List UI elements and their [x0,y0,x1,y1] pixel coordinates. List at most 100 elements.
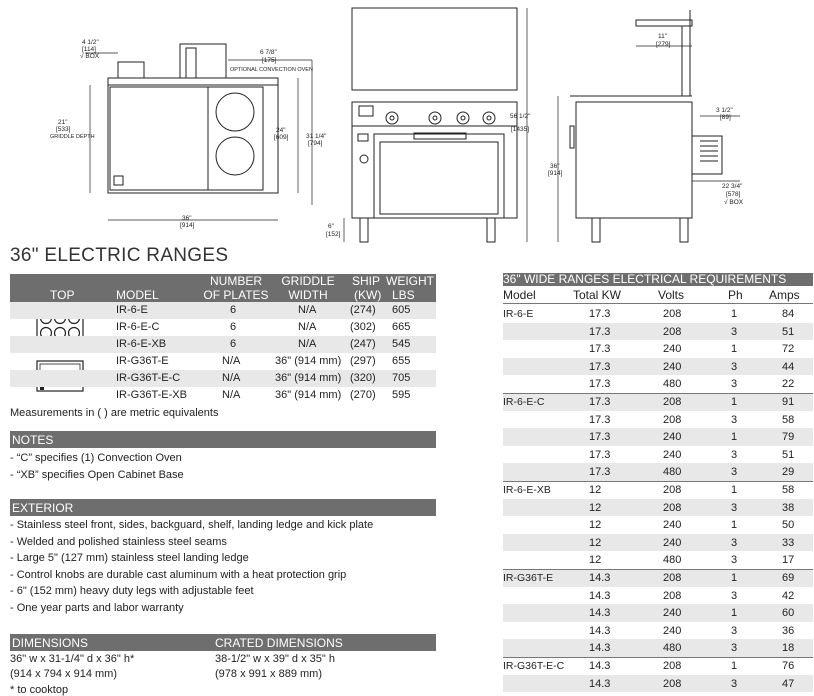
cell-ph: 3 [731,554,738,567]
cell-amps: 51 [782,325,795,338]
list-item: - 6" (152 mm) heavy duty legs with adjus… [10,585,254,597]
dimensions-line2: (914 x 794 x 914 mm) [10,668,117,680]
cell-amps: 47 [782,677,795,690]
cell-kw: 12 [589,536,602,549]
cell-amps: 58 [782,484,795,496]
cell-amps: 42 [782,589,795,602]
svg-text:[578]: [578] [726,191,741,198]
svg-text:[175]: [175] [262,57,277,64]
electrical-heading: 36" WIDE RANGES ELECTRICAL REQUIREMENTS [503,273,813,286]
electrical-columns: Model Total KW Volts Ph Amps [503,288,800,302]
list-item: - Control knobs are durable cast aluminu… [10,568,347,581]
cell-kw: 12 [589,484,602,496]
cell-amps: 29 [782,466,795,479]
side-view-drawing: 11" [279] 3 1/2" [89] 36" [914] 22 3/4" … [548,10,744,243]
svg-text:[1435]: [1435] [511,126,529,133]
svg-text:[279]: [279] [656,41,671,48]
cell-ph: 1 [731,519,738,532]
col-weight-2: LBS [392,288,415,302]
dim-depth-label: 31 1/4" [306,133,327,140]
list-item: - Large 5" (127 mm) stainless steel land… [10,552,249,564]
cell-kw: 17.3 [589,378,611,391]
svg-text:GRIDDLE DEPTH: GRIDDLE DEPTH [50,134,95,140]
cell-amps: 60 [782,607,795,620]
table-row: IR-6-E 6 N/A (274) 605 [10,302,436,319]
dim-box-label: 4 1/2" [82,39,99,46]
cell-kw: 17.3 [589,396,611,408]
cell-ph: 1 [731,431,738,444]
svg-text:OPTIONAL CONVECTION OVEN: OPTIONAL CONVECTION OVEN [230,67,313,73]
crated-line1: 38-1/2" w x 39" d x 35" h [215,653,335,665]
svg-text:√ BOX: √ BOX [724,198,744,206]
dim-back-label: 3 1/2" [716,107,733,114]
cell-kw: 17.3 [589,325,611,338]
cell-kw: 14.3 [589,642,611,655]
top-view-drawing: 4 1/2" [114] √ BOX 6 7/8" [175] OPTIONAL… [50,39,327,229]
page-title: 36" ELECTRIC RANGES [10,245,229,266]
list-item: - “XB” specifies Open Cabinet Base [10,468,184,481]
cell-ph: 3 [731,501,738,514]
table-row: IR-6-E-XB 6 N/A (247) 545 [10,336,436,353]
crated-heading: CRATED DIMENSIONS [215,636,343,650]
cell-volts: 240 [663,607,682,620]
cell-volts: 240 [663,343,682,356]
cell-ph: 3 [731,466,738,479]
list-item: - “C” specifies (1) Convection Oven [10,452,182,464]
dim-oven-label: 6 7/8" [260,49,277,56]
cell-ph: 3 [731,589,738,602]
dim-leg-label: 6" [328,223,335,230]
cell-ph: 1 [731,484,738,496]
cell-volts: 208 [663,325,682,338]
cell-amps: 22 [782,378,795,391]
cell-volts: 208 [663,660,682,672]
cell-model: IR-G36T-E-C [503,660,565,672]
exterior-list: - Stainless steel front, sides, backguar… [10,517,373,616]
cell-ph: 1 [731,343,738,356]
cell-ph: 3 [731,536,738,549]
cell-ph: 1 [731,607,738,620]
cell-volts: 480 [663,554,682,567]
cell-kw: 14.3 [589,572,611,584]
table-row: IR-6-E-C 6 N/A (302) 665 [116,321,411,333]
divider [503,569,813,570]
cell-model: IR-G36T-E [503,572,554,584]
cell-volts: 208 [663,413,682,426]
col-plates-2: OF PLATES [203,288,269,302]
list-item: - Welded and polished stainless steel se… [10,535,227,548]
col-plates-1: NUMBER [209,274,262,288]
cell-amps: 84 [782,308,795,320]
crated-line2: (978 x 991 x 889 mm) [215,668,322,680]
dimensions-line1: 36" w x 31-1/4" d x 36" h* [10,653,135,665]
svg-text:[152]: [152] [326,231,341,238]
col-top: TOP [50,288,75,302]
cell-volts: 240 [663,624,682,637]
cell-ph: 3 [731,677,738,690]
cell-kw: 14.3 [589,660,611,672]
cell-kw: 17.3 [589,466,611,479]
cell-volts: 208 [663,677,682,690]
cell-amps: 38 [782,501,795,514]
spec-table-header: TOP MODEL NUMBER OF PLATES GRIDDLE WIDTH… [10,274,436,302]
cell-amps: 50 [782,519,795,532]
cell-kw: 12 [589,554,602,567]
cell-amps: 91 [782,396,795,408]
dim-width-label: 36" [182,215,192,222]
col-ship-1: SHIP [352,274,381,288]
table-row: IR-G36T-E-XB N/A 36" (914 mm) (270) 595 [116,389,411,401]
svg-text:[89]: [89] [720,114,731,121]
cell-ph: 3 [731,360,738,373]
cell-amps: 72 [782,343,795,356]
cell-volts: 208 [663,308,682,320]
